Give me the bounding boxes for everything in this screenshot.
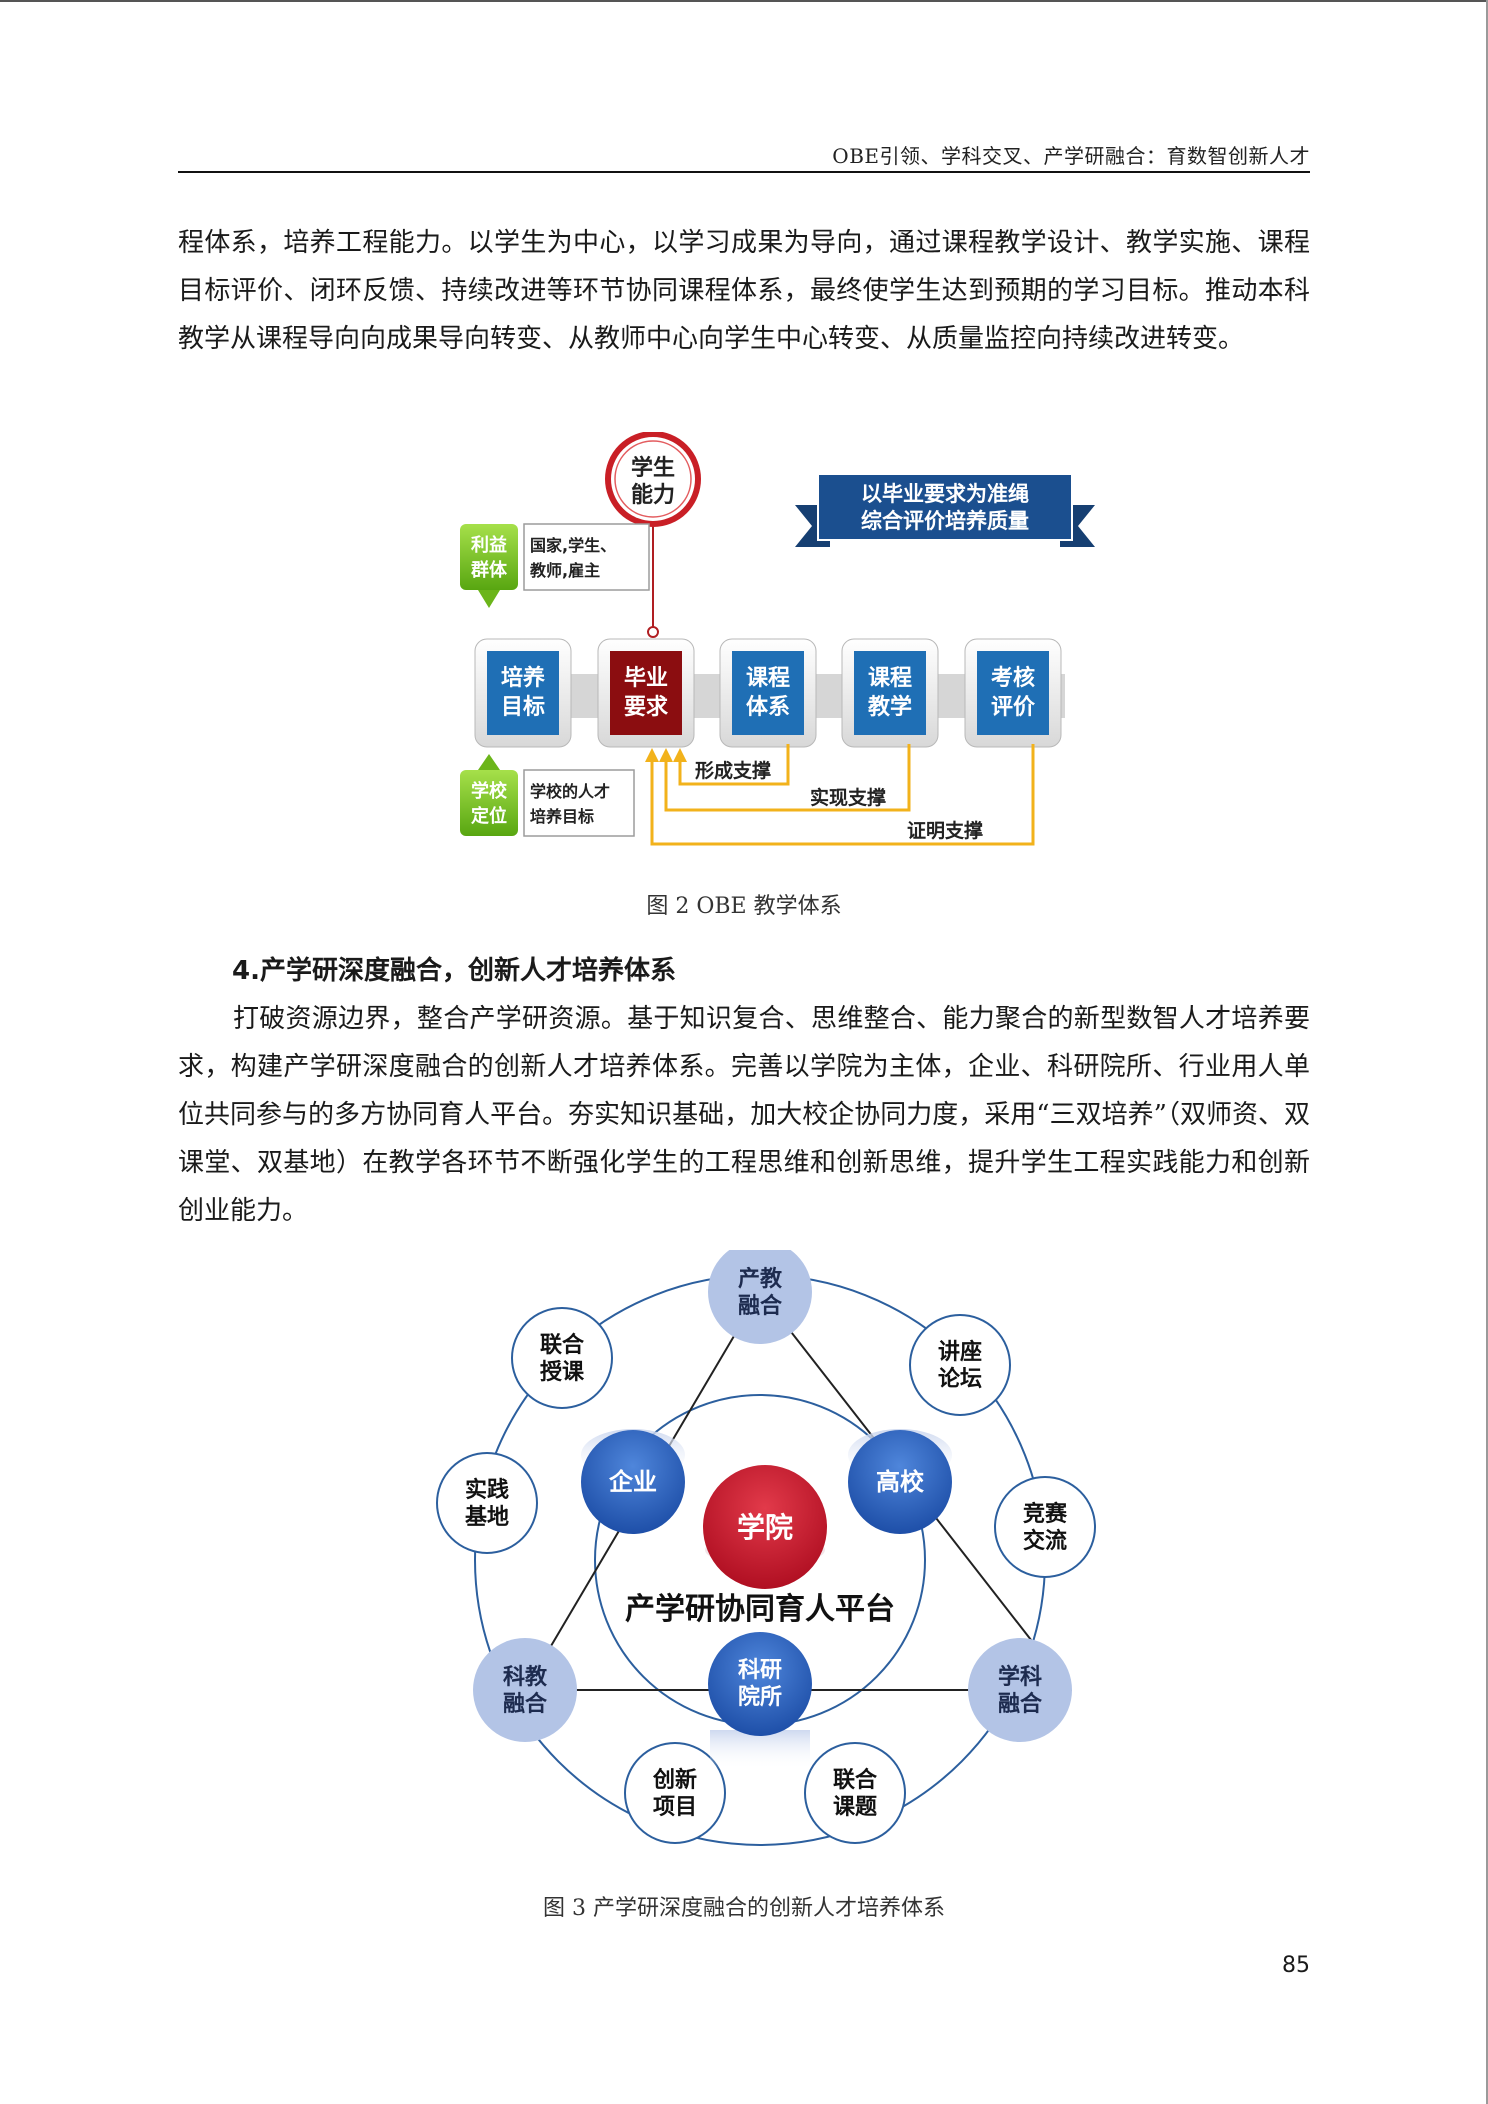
figure-3-caption: 图 3 产学研深度融合的创新人才培养体系 — [543, 1896, 945, 1921]
figure-2-caption: 图 2 OBE 教学体系 — [646, 894, 842, 919]
svg-text:培养: 培养 — [501, 665, 545, 691]
svg-text:创新: 创新 — [652, 1767, 697, 1793]
process-box-goal: 培养 目标 — [474, 638, 572, 748]
svg-text:学院: 学院 — [737, 1511, 793, 1544]
body-paragraph-2: 打破资源边界，整合产学研资源。基于知识复合、思维整合、能力聚合的新型数智人才培养… — [178, 1004, 1310, 1226]
svg-text:交流: 交流 — [1023, 1528, 1067, 1554]
svg-text:融合: 融合 — [738, 1293, 783, 1319]
node-competition: 竞赛 交流 — [994, 1476, 1096, 1578]
process-box-curriculum: 课程 体系 — [719, 638, 817, 748]
node-enterprise: 企业 — [581, 1429, 685, 1534]
stakeholder-text-line1: 国家,学生、 — [530, 536, 616, 555]
node-college: 学院 — [703, 1465, 827, 1589]
school-text-line2: 培养目标 — [530, 807, 594, 826]
svg-text:实践: 实践 — [465, 1477, 509, 1503]
svg-text:竞赛: 竞赛 — [1023, 1501, 1068, 1527]
banner-line1: 以毕业要求为准绳 — [861, 482, 1029, 506]
svg-text:科教: 科教 — [503, 1664, 548, 1690]
svg-text:毕业: 毕业 — [624, 666, 668, 691]
arrow-heads — [645, 748, 687, 762]
svg-text:讲座: 讲座 — [938, 1339, 982, 1365]
page-top-border — [0, 0, 1488, 2]
node-joint-topic: 联合 课题 — [804, 1742, 906, 1844]
svg-text:基地: 基地 — [465, 1505, 509, 1530]
svg-text:目标: 目标 — [501, 694, 545, 720]
svg-text:教学: 教学 — [868, 694, 912, 720]
svg-text:企业: 企业 — [609, 1468, 657, 1496]
criteria-banner: 以毕业要求为准绳 综合评价培养质量 — [795, 473, 1095, 547]
node-lecture-forum: 讲座 论坛 — [909, 1314, 1011, 1416]
student-ability-circle: 学生 能力 — [605, 432, 701, 527]
stakeholder-group: 利益 群体 国家,学生、 教师,雇主 — [460, 523, 650, 608]
banner-line2: 综合评价培养质量 — [861, 509, 1029, 533]
body-paragraph-1: 程体系，培养工程能力。以学生为中心，以学习成果为导向，通过课程教学设计、教学实施… — [178, 228, 1310, 354]
support-label-forming: 形成支撑 — [695, 759, 771, 782]
top-circle-line1: 学生 — [631, 455, 675, 481]
svg-text:课题: 课题 — [833, 1795, 878, 1820]
node-industry-education: 产教 融合 — [708, 1250, 812, 1344]
svg-text:科研: 科研 — [738, 1658, 782, 1683]
school-positioning-group: 学校 定位 学校的人才 培养目标 — [460, 754, 635, 837]
page-right-border — [1486, 0, 1488, 2104]
support-label-realizing: 实现支撑 — [810, 786, 886, 809]
platform-diagram: 产教 融合 科教 融合 学科 融合 联合 授课 讲座 论坛 实践 基地 竞赛 交… — [436, 1250, 1096, 1846]
svg-text:评价: 评价 — [991, 695, 1036, 720]
support-label-proving: 证明支撑 — [907, 819, 983, 842]
svg-text:学科: 学科 — [998, 1664, 1042, 1690]
section-heading: 4.产学研深度融合，创新人才培养体系 — [232, 956, 676, 986]
page-number: 85 — [1282, 1953, 1310, 1978]
svg-text:联合: 联合 — [540, 1332, 585, 1358]
svg-text:融合: 融合 — [998, 1691, 1043, 1717]
stakeholder-text-line2: 教师,雇主 — [530, 561, 600, 580]
process-box-teaching: 课程 教学 — [841, 638, 939, 748]
school-tag-line2: 定位 — [471, 805, 507, 827]
process-box-requirement: 毕业 要求 — [597, 638, 695, 748]
node-university: 高校 — [848, 1429, 952, 1534]
top-circle-line2: 能力 — [631, 482, 675, 508]
obe-diagram: 学生 能力 以毕业要求为准绳 综合评价培养质量 利益 群体 国家,学生、 教师,… — [460, 432, 1095, 846]
stakeholder-tag-line1: 利益 — [471, 534, 507, 556]
node-innovation-project: 创新 项目 — [624, 1742, 726, 1844]
svg-text:体系: 体系 — [746, 695, 790, 720]
svg-text:联合: 联合 — [833, 1767, 878, 1793]
svg-text:论坛: 论坛 — [938, 1366, 982, 1392]
stakeholder-tag-line2: 群体 — [471, 559, 508, 581]
svg-text:课程: 课程 — [746, 666, 790, 691]
svg-text:院所: 院所 — [738, 1684, 782, 1710]
svg-text:高校: 高校 — [876, 1468, 925, 1496]
svg-text:授课: 授课 — [540, 1360, 585, 1385]
node-science-education: 科教 融合 — [473, 1638, 577, 1742]
node-joint-teaching: 联合 授课 — [511, 1307, 613, 1409]
support-arrows — [650, 744, 1035, 846]
node-practice-base: 实践 基地 — [436, 1452, 538, 1554]
running-header: OBE引领、学科交叉、产学研融合：育数智创新人才 — [832, 144, 1310, 168]
platform-label: 产学研协同育人平台 — [625, 1592, 895, 1627]
connector-dot — [647, 626, 659, 638]
svg-text:产教: 产教 — [738, 1266, 783, 1292]
svg-text:项目: 项目 — [653, 1795, 697, 1820]
school-text-line1: 学校的人才 — [530, 782, 610, 801]
svg-text:要求: 要求 — [624, 695, 668, 720]
header-rule — [178, 171, 1310, 173]
node-discipline: 学科 融合 — [968, 1638, 1072, 1742]
svg-text:考核: 考核 — [991, 665, 1035, 691]
school-tag-line1: 学校 — [471, 780, 508, 802]
process-box-assessment: 考核 评价 — [964, 638, 1062, 748]
svg-text:融合: 融合 — [503, 1691, 548, 1717]
svg-text:课程: 课程 — [868, 666, 912, 691]
node-research-institute: 科研 院所 — [708, 1632, 812, 1770]
